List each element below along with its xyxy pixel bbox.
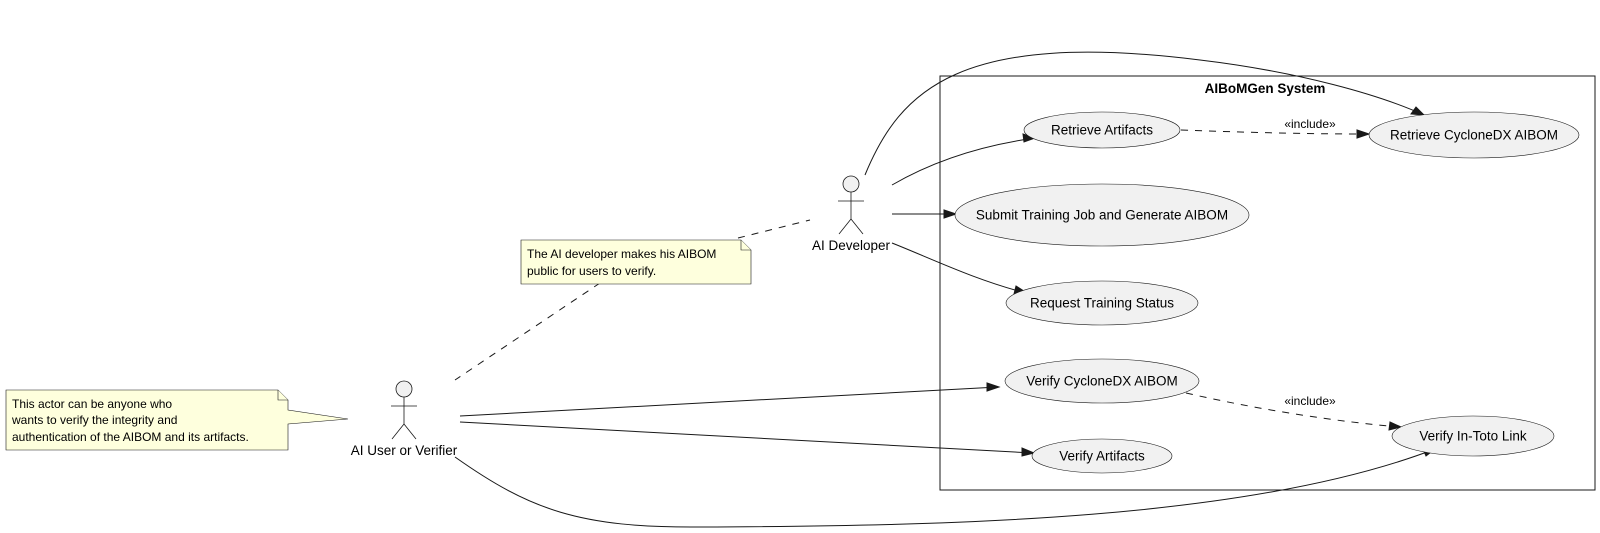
edge-verifier-verify-artifacts xyxy=(459,421,1034,454)
note-developer-line2: public for users to verify. xyxy=(527,264,656,278)
arrowhead xyxy=(1410,106,1426,116)
usecase-submit-training[interactable]: Submit Training Job and Generate AIBOM xyxy=(954,183,1250,247)
arrowhead xyxy=(1388,421,1403,431)
usecase-label: Verify In-Toto Link xyxy=(1419,429,1527,444)
usecase-verify-intoto[interactable]: Verify In-Toto Link xyxy=(1391,415,1555,457)
edge-include-retrieve xyxy=(1180,129,1369,135)
note-corner xyxy=(740,240,751,251)
usecase-label: Request Training Status xyxy=(1030,296,1174,311)
note-verifier: This actor can be anyone who wants to ve… xyxy=(5,389,349,451)
note-verifier-line3: authentication of the AIBOM and its arti… xyxy=(12,430,249,444)
connectors: «include» «include» xyxy=(454,51,1437,528)
note-link-developer xyxy=(737,219,811,239)
note-developer-line1: The AI developer makes his AIBOM xyxy=(527,247,716,261)
note-developer: The AI developer makes his AIBOM public … xyxy=(520,239,752,285)
usecase-label: Retrieve Artifacts xyxy=(1051,123,1153,138)
actor-head-icon xyxy=(395,380,413,398)
actor-head-icon xyxy=(842,175,860,193)
edge-developer-request-status xyxy=(891,242,1027,294)
usecase-verify-cyclonedx[interactable]: Verify CycloneDX AIBOM xyxy=(1004,358,1200,404)
actor-verifier[interactable]: AI User or Verifier xyxy=(351,380,458,458)
note-link-verifier xyxy=(454,282,601,381)
usecase-label: Retrieve CycloneDX AIBOM xyxy=(1390,128,1558,143)
edge-verifier-verify-intoto xyxy=(454,448,1436,528)
note-shape xyxy=(520,239,752,285)
actor-verifier-label: AI User or Verifier xyxy=(351,443,458,458)
include-label-1: «include» xyxy=(1284,117,1336,131)
usecase-label: Verify CycloneDX AIBOM xyxy=(1026,374,1178,389)
include-label-2: «include» xyxy=(1284,394,1336,408)
usecase-retrieve-artifacts[interactable]: Retrieve Artifacts xyxy=(1023,111,1181,149)
usecase-request-status[interactable]: Request Training Status xyxy=(1005,280,1199,326)
edge-developer-retrieve-artifacts xyxy=(891,137,1036,186)
arrowhead xyxy=(943,209,958,219)
usecase-retrieve-cyclonedx[interactable]: Retrieve CycloneDX AIBOM xyxy=(1368,111,1580,159)
usecase-label: Submit Training Job and Generate AIBOM xyxy=(976,208,1228,223)
actor-developer[interactable]: AI Developer xyxy=(812,175,891,253)
arrowhead xyxy=(1021,447,1036,457)
arrowhead xyxy=(986,382,1001,392)
note-verifier-line2: wants to verify the integrity and xyxy=(11,413,177,427)
edge-developer-retrieve-cyclonedx xyxy=(864,51,1425,176)
system-title: AIBoMGen System xyxy=(1205,81,1326,96)
edge-verifier-verify-cyclonedx xyxy=(459,386,999,417)
usecase-verify-artifacts[interactable]: Verify Artifacts xyxy=(1031,438,1173,474)
system-boundary-rect xyxy=(939,75,1596,491)
arrowhead xyxy=(1356,129,1371,139)
note-corner xyxy=(277,390,288,401)
edge-include-verify xyxy=(1185,392,1401,428)
actor-developer-label: AI Developer xyxy=(812,238,891,253)
usecase-label: Verify Artifacts xyxy=(1059,449,1145,464)
note-verifier-line1: This actor can be anyone who xyxy=(12,397,172,411)
system-boundary: AIBoMGen System xyxy=(939,75,1596,491)
